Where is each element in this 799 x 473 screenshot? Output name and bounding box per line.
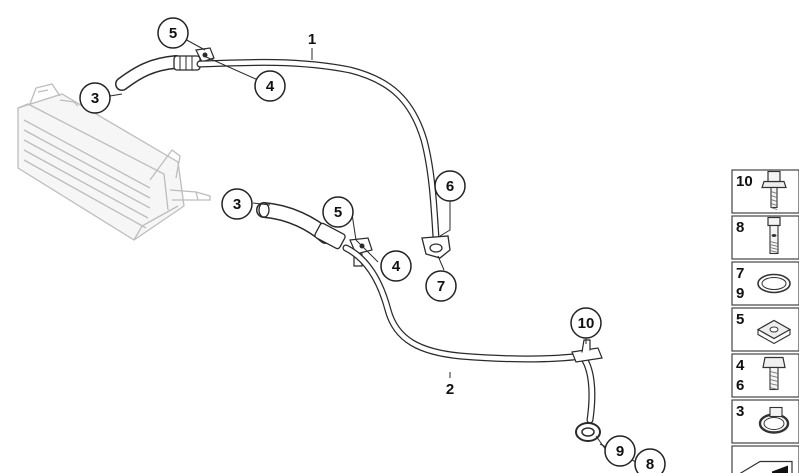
legend-box-cut-off-panel <box>731 445 799 473</box>
callout-10: 10 <box>570 307 602 339</box>
callout-circle <box>254 70 286 102</box>
callout-6: 6 <box>434 170 466 202</box>
callout-number: 7 <box>437 278 445 295</box>
callout-3: 3 <box>221 188 253 220</box>
callout-9: 9 <box>604 435 636 467</box>
leader-lines <box>109 37 637 463</box>
callout-number: 6 <box>446 178 454 195</box>
callout-5: 5 <box>157 17 189 49</box>
callout-circle <box>79 82 111 114</box>
upper-oil-line <box>115 47 451 259</box>
legend-label: 6 <box>736 377 744 394</box>
legend-label: 9 <box>736 285 744 302</box>
callout-number: 3 <box>91 90 99 107</box>
legend-label: 5 <box>736 311 744 328</box>
callout-circle <box>434 170 466 202</box>
legend-box-clip-nut: 5 <box>731 307 799 352</box>
legend-box-hex-bolt: 46 <box>731 353 799 398</box>
cut-off-panel-icon <box>739 460 793 473</box>
sealing-ring-icon <box>757 273 791 294</box>
callout-circle <box>570 307 602 339</box>
callout-number: 8 <box>646 456 654 473</box>
callout-number: 9 <box>616 443 624 460</box>
callout-circle <box>425 270 457 302</box>
line-label-1: 1 <box>308 31 316 48</box>
banjo-bolt-icon <box>767 216 781 255</box>
callout-4: 4 <box>254 70 286 102</box>
callout-circle <box>634 448 666 473</box>
legend-label: 8 <box>736 219 744 236</box>
legend-label: 10 <box>736 173 753 190</box>
callout-5: 5 <box>322 196 354 228</box>
callout-7: 7 <box>425 270 457 302</box>
hex-bolt-icon <box>762 356 786 391</box>
legend-box-frame <box>731 261 799 306</box>
line-label-2: 2 <box>446 381 454 398</box>
callout-4: 4 <box>380 250 412 282</box>
line-labels: 12 <box>308 31 454 398</box>
legend-box-frame <box>731 169 799 214</box>
callout-3: 3 <box>79 82 111 114</box>
legend-box-frame <box>731 215 799 260</box>
legend-box-sealing-ring: 79 <box>731 261 799 306</box>
callout-circle <box>604 435 636 467</box>
flange-bolt-icon <box>761 170 787 210</box>
callout-number: 3 <box>233 196 241 213</box>
legend-label: 3 <box>736 403 744 420</box>
callout-number: 4 <box>266 78 275 95</box>
callout-circle <box>380 250 412 282</box>
oil-cooler <box>17 83 211 241</box>
clip-nut-icon <box>756 319 792 345</box>
callout-number: 5 <box>334 204 342 221</box>
callout-circle <box>221 188 253 220</box>
legend-box-banjo-bolt: 8 <box>731 215 799 260</box>
callout-number: 5 <box>169 25 177 42</box>
callout-number: 10 <box>578 315 595 332</box>
hose-clamp-icon <box>758 406 790 434</box>
callouts: 5 4 3 3 5 4 6 7 10 9 8 <box>79 17 666 473</box>
legend-label: 4 <box>736 357 745 374</box>
lower-oil-line <box>256 202 603 442</box>
legend-label: 7 <box>736 265 744 282</box>
callout-circle <box>322 196 354 228</box>
callout-number: 4 <box>392 258 401 275</box>
legend-box-flange-bolt: 10 <box>731 169 799 214</box>
callout-circle <box>157 17 189 49</box>
legend-box-hose-clamp: 3 <box>731 399 799 444</box>
callout-8: 8 <box>634 448 666 473</box>
